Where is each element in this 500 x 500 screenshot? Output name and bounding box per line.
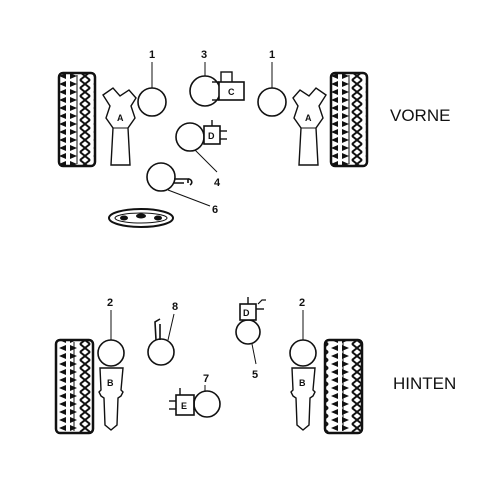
rear-top-box-letter: D [243, 308, 250, 318]
front-center-low-component: 6 [146, 162, 218, 216]
front-left-tire [57, 71, 97, 168]
front-center-top-component: 3 C [189, 49, 245, 107]
rear-right-tire [323, 338, 364, 435]
front-right-sensor: 1 [257, 49, 287, 117]
rear-left-sensor: 2 [97, 297, 125, 367]
front-top-box-letter: C [228, 87, 235, 97]
front-mid-box-letter: D [208, 131, 215, 141]
callout-5: 5 [252, 369, 258, 381]
front-axle-group: A 1 3 C D 4 [57, 49, 450, 228]
callout-2-right: 2 [299, 297, 305, 309]
front-center-tray [108, 208, 174, 228]
callout-8: 8 [172, 301, 178, 313]
callout-2-left: 2 [107, 297, 113, 309]
rear-center-left-component: 8 [147, 301, 178, 366]
rear-left-shock-letter: B [107, 378, 114, 388]
front-right-strut-letter: A [305, 113, 312, 123]
callout-6: 6 [212, 204, 218, 216]
rear-right-shock-letter: B [299, 378, 306, 388]
front-right-tire [329, 71, 369, 168]
callout-7: 7 [203, 373, 209, 385]
callout-1-left: 1 [149, 49, 155, 61]
front-left-strut: A [102, 87, 137, 166]
rear-right-sensor: 2 [289, 297, 317, 367]
rear-section-label: HINTEN [393, 374, 456, 393]
front-left-strut-letter: A [117, 113, 124, 123]
rear-right-shock: B [290, 367, 316, 431]
callout-1-right: 1 [269, 49, 275, 61]
callout-4: 4 [214, 177, 221, 189]
rear-low-box-letter: E [181, 401, 187, 411]
front-center-mid-component: D 4 [175, 120, 227, 189]
rear-left-shock: B [98, 367, 124, 431]
callout-3: 3 [201, 49, 207, 61]
rear-center-low-component: E 7 [169, 373, 221, 418]
front-section-label: VORNE [390, 106, 450, 125]
rear-center-right-component: D 5 [235, 297, 266, 381]
rear-axle-group: 2 B 8 D 5 [54, 297, 456, 435]
rear-left-tire [54, 338, 95, 435]
front-left-sensor: 1 [137, 49, 167, 117]
front-right-strut: A [292, 87, 327, 166]
